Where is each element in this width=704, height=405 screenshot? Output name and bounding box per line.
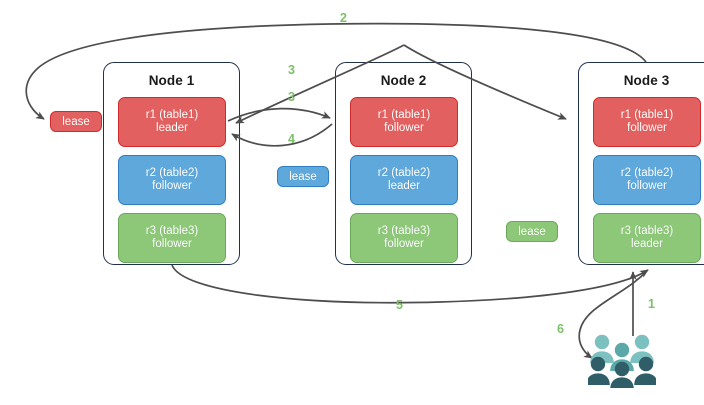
step-label-2: 2 bbox=[340, 11, 347, 25]
edge-4-lens-bottom-path bbox=[231, 123, 333, 147]
replica-n1r1[interactable]: r1 (table1) leader bbox=[118, 97, 226, 147]
lease-label: lease bbox=[289, 170, 317, 183]
node-title: Node 3 bbox=[623, 73, 670, 88]
replica-line1: r2 (table2) bbox=[145, 166, 199, 179]
replica-line1: r2 (table2) bbox=[377, 166, 431, 179]
step-label-6: 6 bbox=[557, 322, 564, 336]
replica-n3r1[interactable]: r1 (table1) follower bbox=[593, 97, 701, 147]
step-label-5: 5 bbox=[396, 298, 403, 312]
step-label-4: 4 bbox=[288, 132, 295, 146]
replica-line2: follower bbox=[152, 238, 192, 250]
replica-n3r2[interactable]: r2 (table2) follower bbox=[593, 155, 701, 205]
node-title: Node 2 bbox=[380, 73, 427, 88]
edge-6-path bbox=[578, 271, 647, 359]
replica-n2r1[interactable]: r1 (table1) follower bbox=[350, 97, 458, 147]
node-box-node1[interactable]: Node 1 r1 (table1) leader r2 (table2) fo… bbox=[103, 62, 240, 265]
replica-n1r2[interactable]: r2 (table2) follower bbox=[118, 155, 226, 205]
replica-line1: r2 (table2) bbox=[620, 166, 674, 179]
user-figure-front-center bbox=[610, 361, 634, 388]
edge-3-lens-top-path bbox=[227, 107, 331, 122]
edge-node2-to-node3-path bbox=[403, 44, 567, 120]
replica-n2r3[interactable]: r3 (table3) follower bbox=[350, 213, 458, 263]
lease-label: lease bbox=[62, 115, 90, 128]
replica-line2: leader bbox=[388, 180, 420, 192]
replica-line1: r3 (table3) bbox=[377, 224, 431, 237]
replica-line1: r1 (table1) bbox=[377, 108, 431, 121]
node-box-node3[interactable]: Node 3 r1 (table1) follower r2 (table2) … bbox=[578, 62, 704, 265]
replica-line2: leader bbox=[156, 122, 188, 134]
lease-badge-red[interactable]: lease bbox=[50, 111, 102, 132]
replica-line1: r3 (table3) bbox=[620, 224, 674, 237]
node-box-node2[interactable]: Node 2 r1 (table1) follower r2 (table2) … bbox=[335, 62, 472, 265]
lease-badge-green[interactable]: lease bbox=[506, 221, 558, 242]
step-label-3b: 3 bbox=[288, 90, 295, 104]
step-label-1: 1 bbox=[648, 297, 655, 311]
step-label-3a: 3 bbox=[288, 63, 295, 77]
replica-n1r3[interactable]: r3 (table3) follower bbox=[118, 213, 226, 263]
replica-line2: follower bbox=[152, 180, 192, 192]
replica-line1: r3 (table3) bbox=[145, 224, 199, 237]
edge-3-diagonal-path bbox=[235, 44, 405, 124]
replica-line2: follower bbox=[384, 122, 424, 134]
lease-badge-blue[interactable]: lease bbox=[277, 166, 329, 187]
user-figure-front-right bbox=[634, 356, 656, 385]
replica-n2r2[interactable]: r2 (table2) leader bbox=[350, 155, 458, 205]
users-group-icon bbox=[588, 334, 656, 388]
replica-line2: follower bbox=[627, 180, 667, 192]
replica-line2: follower bbox=[384, 238, 424, 250]
user-figure-front-left bbox=[588, 356, 610, 385]
edge-5-path bbox=[171, 264, 649, 304]
edge-2-path bbox=[25, 22, 647, 120]
replica-n3r3[interactable]: r3 (table3) leader bbox=[593, 213, 701, 263]
replica-line2: follower bbox=[627, 122, 667, 134]
replica-line1: r1 (table1) bbox=[145, 108, 199, 121]
replica-line1: r1 (table1) bbox=[620, 108, 674, 121]
lease-label: lease bbox=[518, 225, 546, 238]
replica-line2: leader bbox=[631, 238, 663, 250]
node-title: Node 1 bbox=[148, 73, 195, 88]
